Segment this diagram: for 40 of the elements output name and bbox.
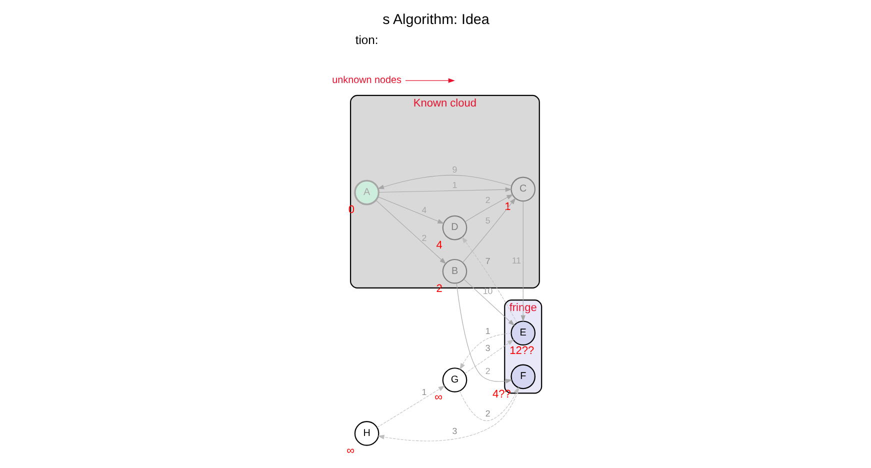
node-label: ∞	[434, 392, 442, 404]
node-circle: E	[510, 320, 536, 346]
node-label: 4	[436, 239, 442, 252]
edge-label: 3	[484, 343, 490, 354]
arrow	[461, 236, 517, 324]
edge-label: 7	[484, 256, 490, 266]
arrow	[462, 198, 516, 263]
arrow	[378, 187, 512, 193]
arrow	[463, 278, 514, 326]
arrow	[375, 200, 446, 264]
node-circle: C	[510, 176, 536, 202]
arrow	[376, 386, 445, 428]
arrow	[456, 282, 512, 384]
arrow	[464, 194, 513, 222]
arrow	[464, 339, 514, 374]
node-label: 1	[504, 200, 510, 213]
arrow	[459, 333, 511, 370]
node-circle: H	[354, 421, 379, 446]
arrow	[377, 196, 444, 224]
edge-label: 10	[482, 286, 492, 296]
node-circle: B	[442, 258, 467, 284]
arrow	[377, 388, 519, 442]
arrow	[520, 200, 525, 322]
node-label: ∞	[346, 445, 354, 458]
label: tion:	[354, 32, 378, 47]
node-circle: D	[442, 215, 467, 240]
node-label: 12??	[509, 344, 534, 357]
edge-label: 2	[484, 366, 490, 376]
node-circle: G	[442, 368, 467, 392]
arrow	[404, 78, 454, 83]
edge-label: 1	[484, 326, 490, 336]
arrow	[376, 174, 512, 190]
arrow	[458, 386, 518, 421]
edge-label: 3	[452, 426, 457, 436]
diagram-title: s Algorithm: Idea	[382, 12, 489, 28]
node-circle: A	[354, 180, 379, 206]
node-text: unknown nodes	[332, 75, 402, 86]
edge-label: 2	[484, 408, 490, 418]
edge-label: 1	[421, 386, 426, 397]
node-circle: F	[510, 364, 536, 390]
